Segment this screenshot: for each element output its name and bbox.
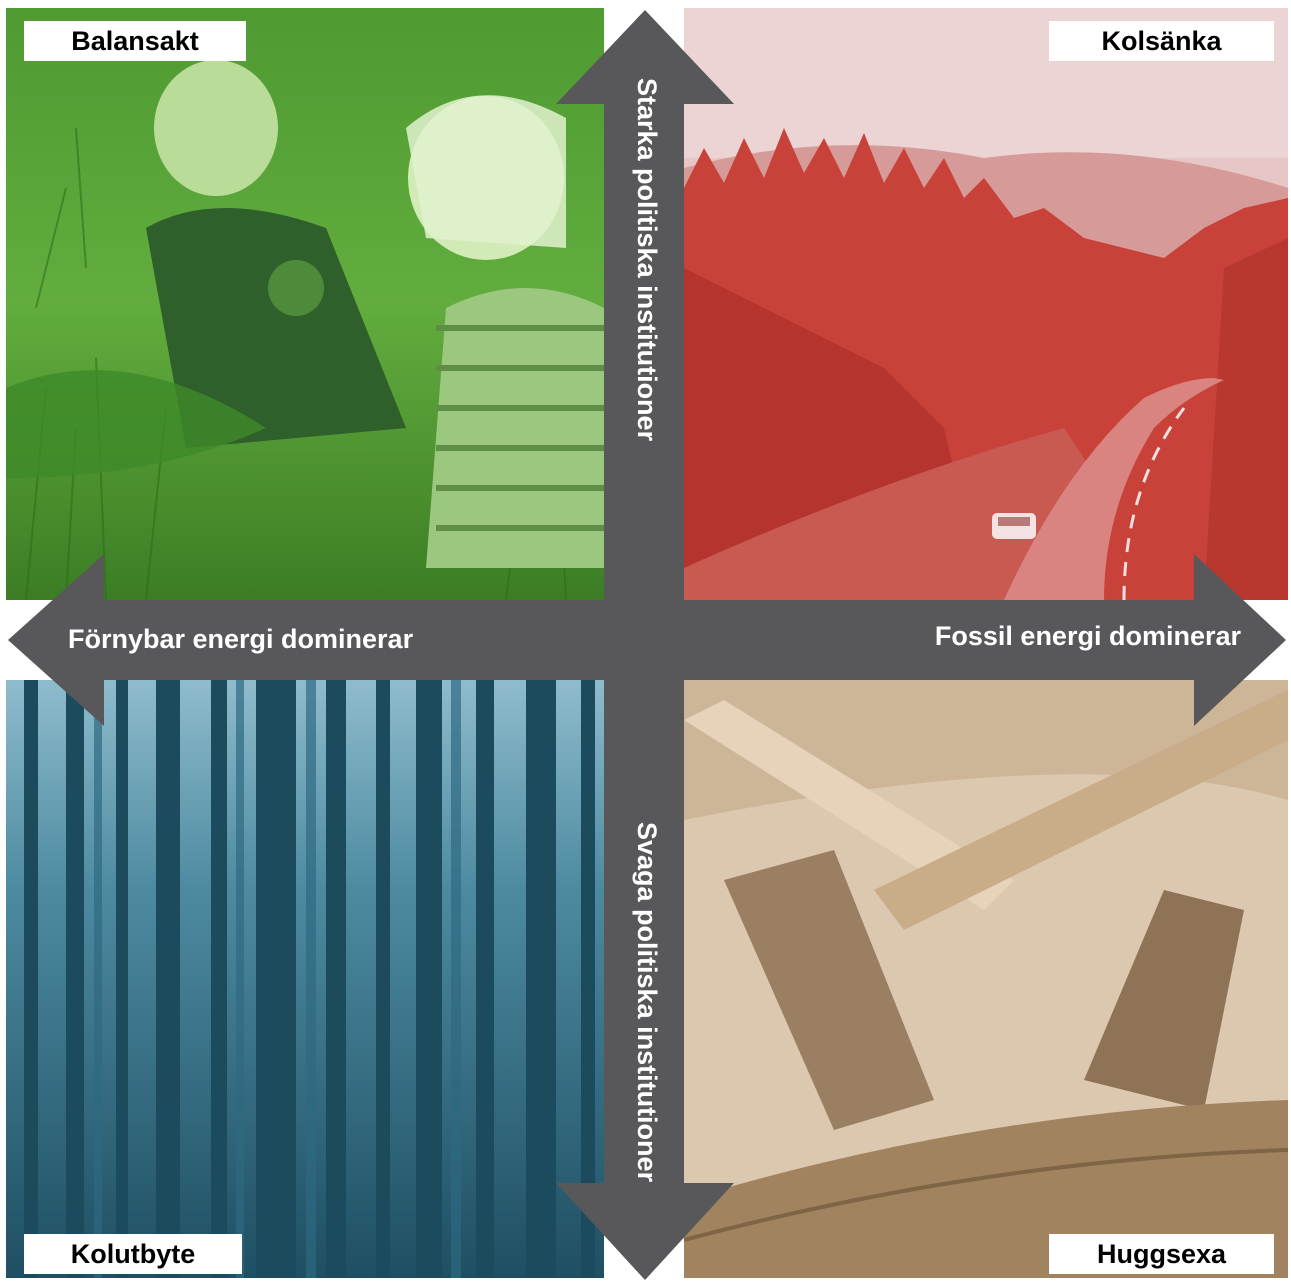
pine-forest-photo (6, 680, 604, 1278)
quadrant-huggsexa-image (684, 680, 1288, 1278)
children-in-grass-photo (6, 8, 604, 600)
quadrant-kolutbyte-image (6, 680, 604, 1278)
forest-road-photo (684, 8, 1288, 600)
quadrant-kolsanka-image (684, 8, 1288, 600)
axes-in-log-photo (684, 680, 1288, 1278)
axis-label-right: Fossil energi dominerar (934, 621, 1241, 651)
axis-label-top: Starka politiska institutioner (632, 78, 662, 442)
axis-label-left: Förnybar energi dominerar (68, 624, 414, 654)
vertical-double-arrow (556, 10, 734, 1280)
quadrant-label-kolsanka: Kolsänka (1049, 21, 1274, 61)
axis-label-bottom: Svaga politiska institutioner (632, 822, 662, 1183)
quadrant-balansakt-image (6, 8, 604, 600)
quadrant-label-balansakt: Balansakt (24, 21, 246, 61)
quadrant-label-huggsexa: Huggsexa (1049, 1234, 1274, 1274)
quadrant-label-kolutbyte: Kolutbyte (24, 1234, 242, 1274)
